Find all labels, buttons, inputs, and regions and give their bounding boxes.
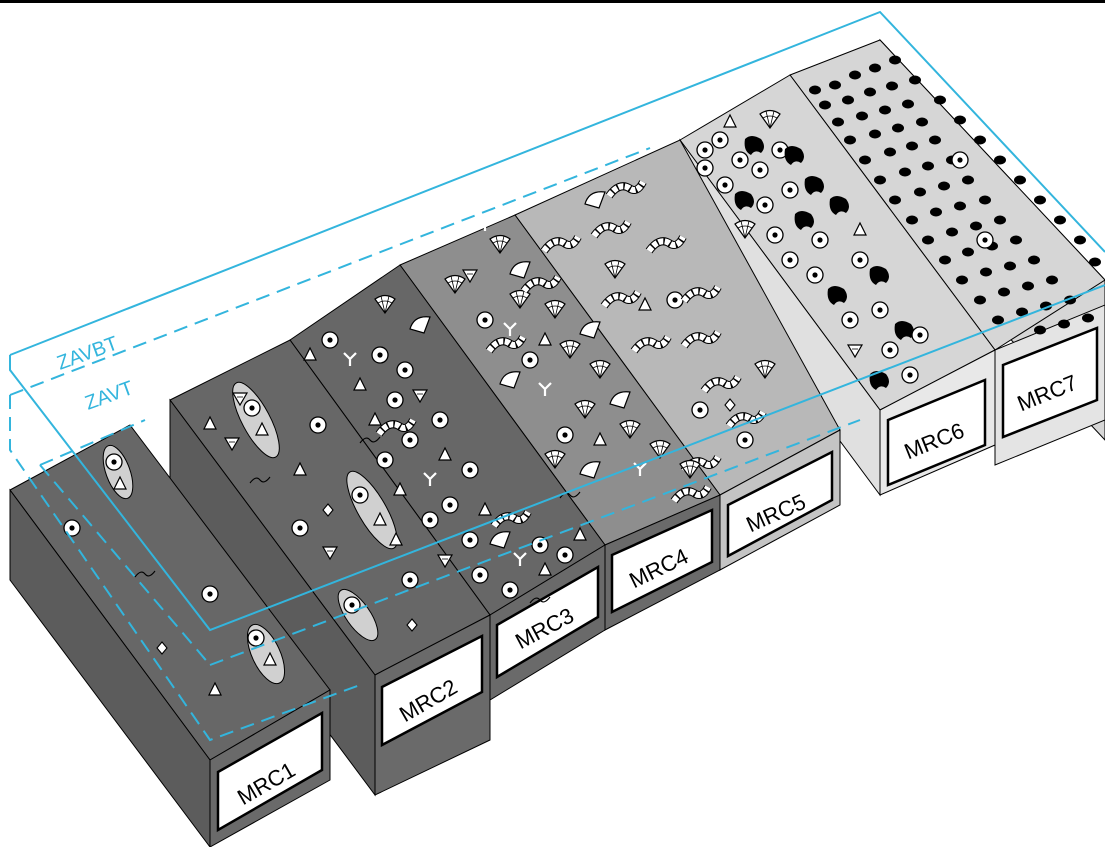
zone-label-zavbt: ZAVBT — [54, 332, 121, 374]
zone-label-zavt: ZAVT — [82, 377, 136, 415]
